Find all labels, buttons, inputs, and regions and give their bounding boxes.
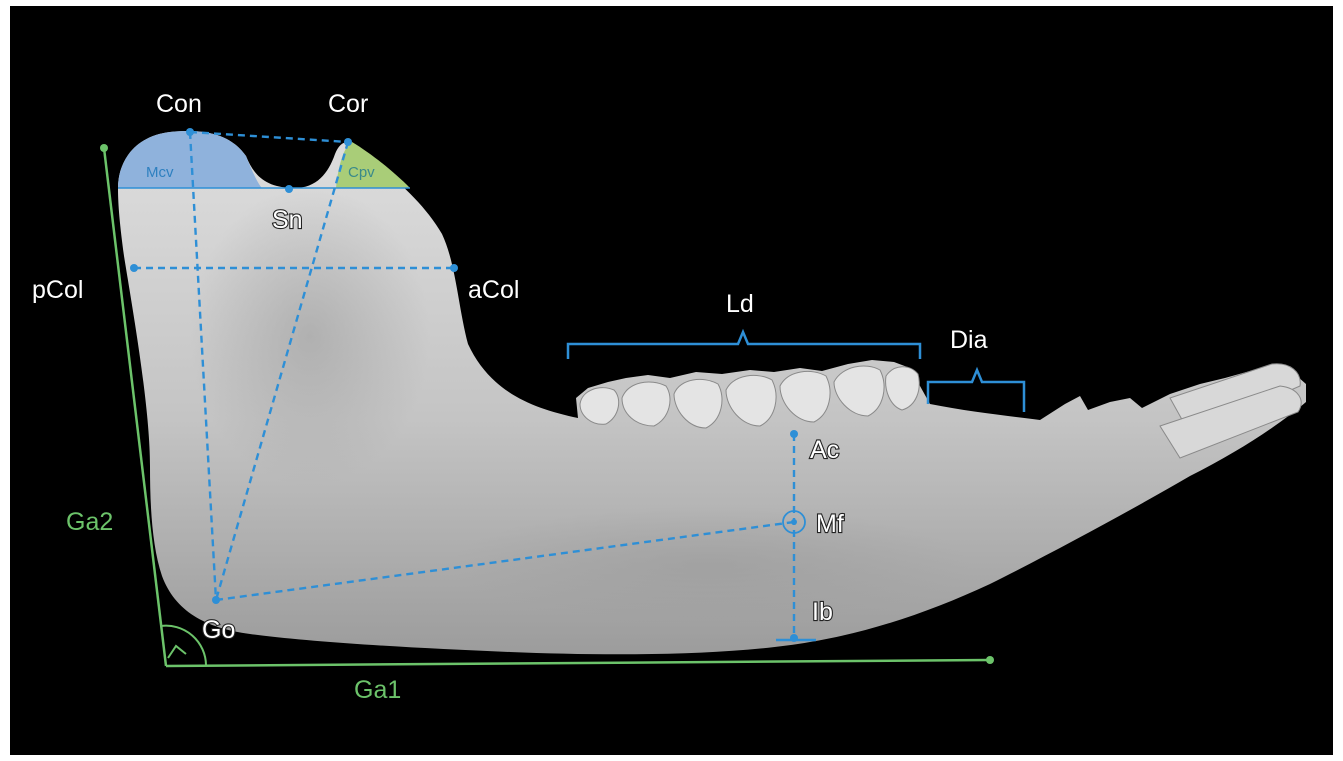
- label-pcol: pCol: [32, 276, 83, 304]
- ramus-shading: [190, 186, 430, 486]
- label-acol: aCol: [468, 276, 519, 304]
- label-mcv: Mcv: [146, 164, 174, 181]
- label-go: Go: [202, 616, 235, 644]
- ga1-endpoint: [986, 656, 994, 664]
- label-ld: Ld: [726, 290, 754, 318]
- angle-symbol: [168, 646, 186, 658]
- label-cpv: Cpv: [348, 164, 375, 181]
- label-ib: Ib: [812, 598, 833, 626]
- label-ga1: Ga1: [354, 676, 401, 704]
- label-mf: Mf: [816, 510, 844, 538]
- gonial-angle-arc: [161, 626, 206, 665]
- body-shading: [450, 506, 970, 626]
- diagram-canvas: Con Cor Mcv Cpv Sn pCol aCol Ld Dia Ac M…: [10, 6, 1333, 755]
- ga2-endpoint: [100, 144, 108, 152]
- ld-bracket: [568, 332, 920, 359]
- ga1-line: [166, 660, 990, 666]
- mandible-figure: Con Cor Mcv Cpv Sn pCol aCol Ld Dia Ac M…: [10, 6, 1333, 755]
- label-cor: Cor: [328, 90, 368, 118]
- label-dia: Dia: [950, 326, 988, 354]
- dia-bracket: [928, 370, 1024, 412]
- label-ga2: Ga2: [66, 508, 113, 536]
- label-sn: Sn: [272, 206, 303, 234]
- label-con: Con: [156, 90, 202, 118]
- label-ac: Ac: [810, 436, 839, 464]
- mcv-area: [118, 131, 262, 188]
